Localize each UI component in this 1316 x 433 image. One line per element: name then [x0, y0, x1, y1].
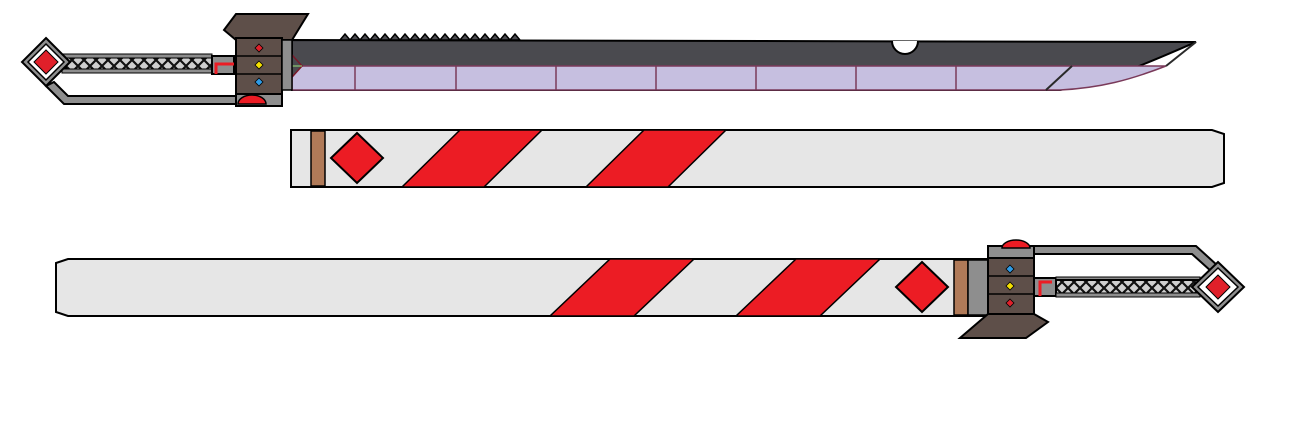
grip-wrap [1055, 279, 1201, 295]
sheath-stripe [548, 259, 696, 316]
sheath-diamond [894, 260, 950, 314]
sheath-mouth [967, 259, 989, 316]
guard-bottom [957, 313, 1050, 339]
grip-rail [1055, 292, 1201, 298]
sheathed-sword-icon [55, 239, 1246, 339]
gem-red [1005, 298, 1015, 308]
pommel-gem [1205, 274, 1231, 300]
blade-tip-spine [1165, 41, 1197, 67]
katana-sword-icon [20, 13, 1197, 107]
sheath-stripe [400, 130, 544, 187]
blade-notch [891, 40, 919, 55]
grip-rail [61, 68, 213, 74]
blade-edge-segments [354, 66, 957, 90]
red-dome [1001, 239, 1031, 249]
sheath-collar [310, 130, 326, 187]
gem-blue [1005, 264, 1015, 274]
gem-red [254, 43, 264, 53]
grip-rail [61, 53, 213, 59]
blade-edge [291, 65, 1167, 91]
red-dome [237, 94, 267, 105]
gem-yellow [254, 60, 264, 70]
sheath-diamond [329, 131, 385, 185]
guard-top [222, 13, 310, 41]
guard-plate [281, 39, 293, 91]
gem-yellow [1005, 281, 1015, 291]
collar-red [214, 62, 234, 74]
sheath-icon [290, 129, 1225, 188]
sheath-stripe [584, 130, 728, 187]
gem-blue [254, 77, 264, 87]
collar-red [1038, 280, 1052, 296]
knuckle-guard [44, 80, 241, 105]
pommel-gem [33, 49, 59, 75]
sheath-stripe [734, 259, 882, 316]
blade-tip-bevel [1045, 65, 1073, 91]
knuckle-guard [1033, 245, 1220, 274]
blade-serration [338, 32, 522, 42]
sheath-collar [953, 259, 969, 316]
